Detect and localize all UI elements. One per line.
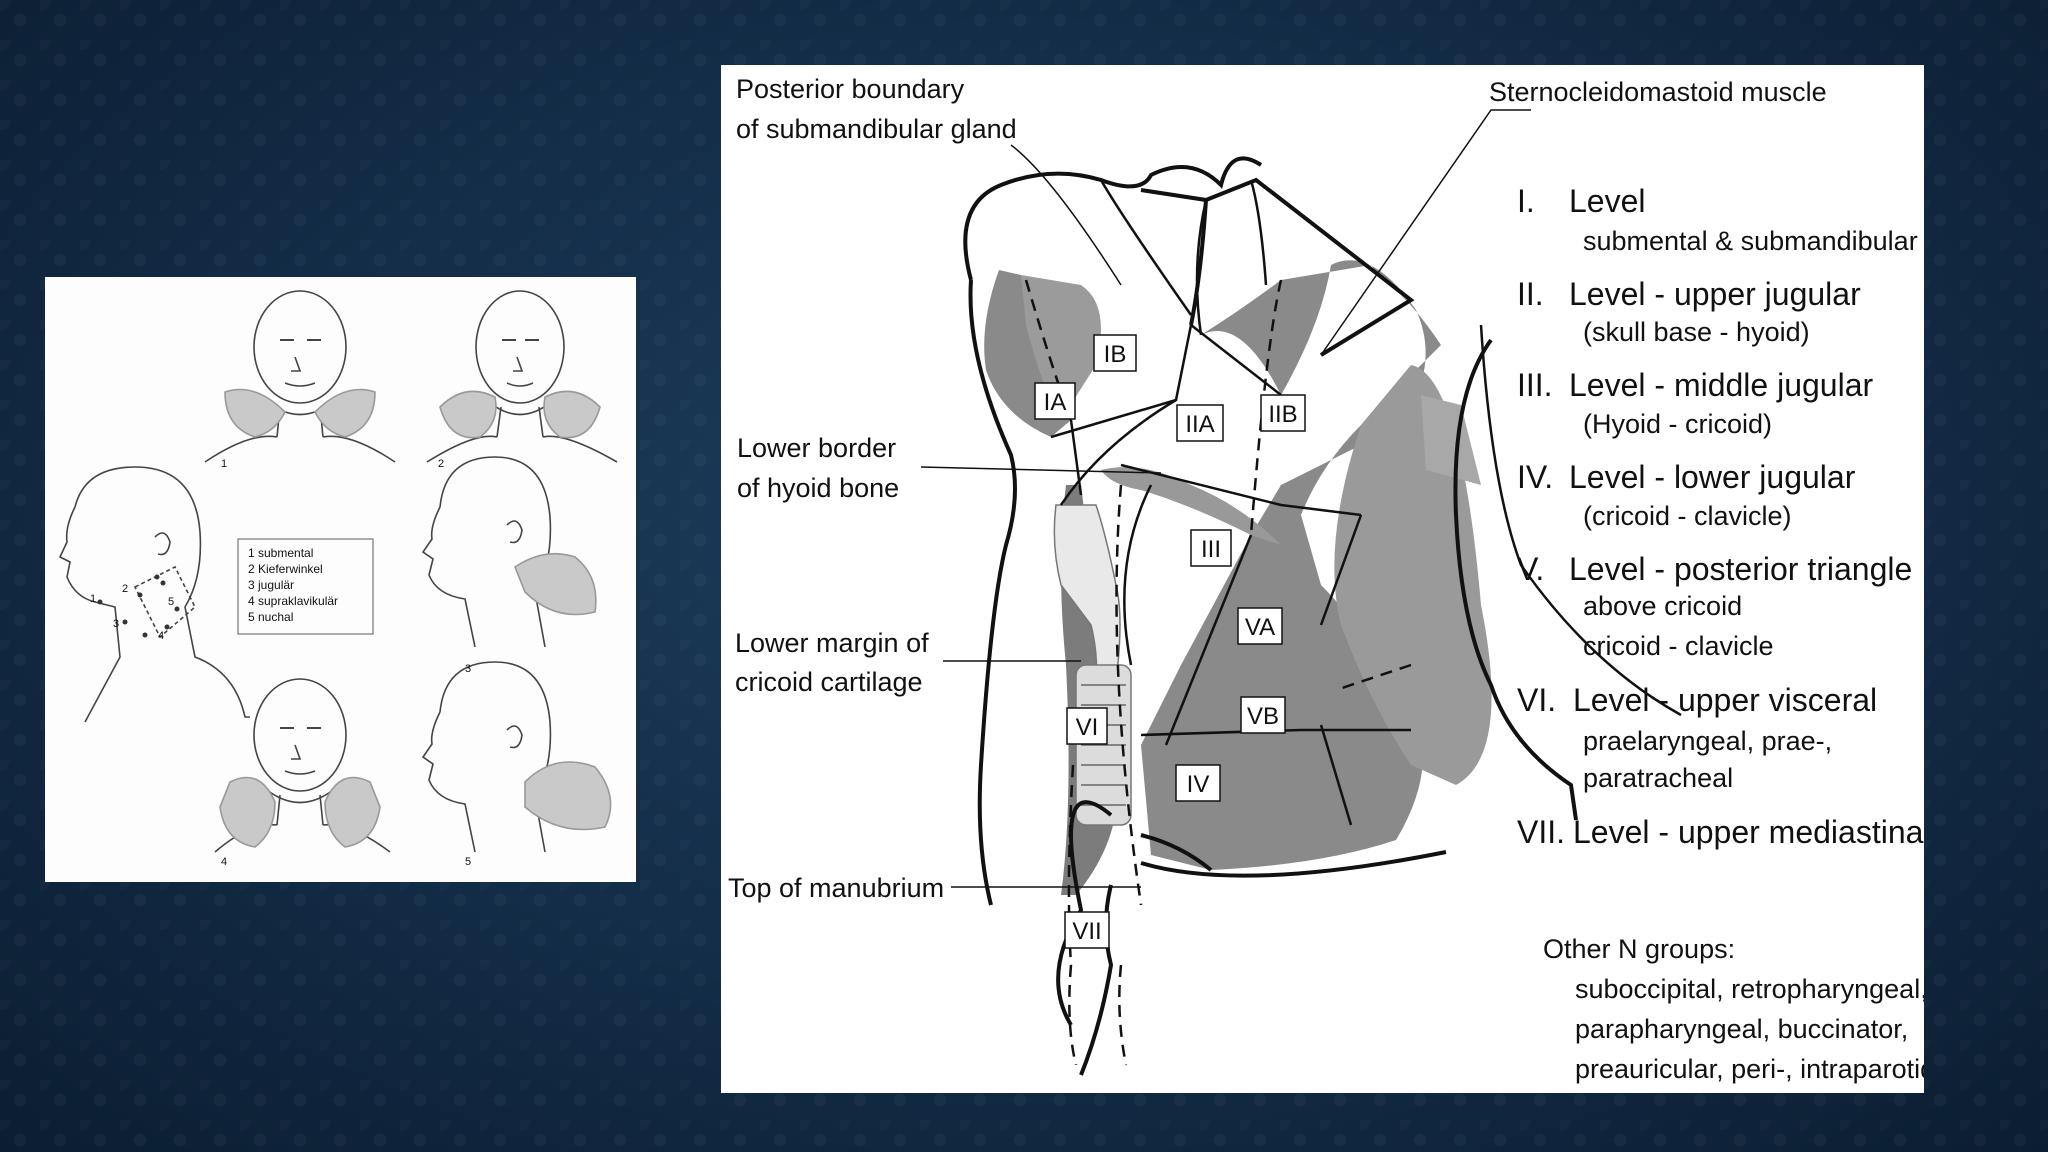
region-label-iia: IIA bbox=[1185, 411, 1214, 438]
side-head-number: 1 bbox=[90, 593, 96, 605]
landmark-cricoid: Lower margin of bbox=[735, 628, 929, 658]
legend-item: 5 nuchal bbox=[248, 610, 293, 624]
region-label-iib: IIB bbox=[1268, 401, 1297, 428]
figure-label: 3 bbox=[465, 663, 471, 675]
other-groups-line: parapharyngeal, buccinator, bbox=[1575, 1014, 1908, 1044]
landmark-cricoid: cricoid cartilage bbox=[735, 667, 923, 697]
level-numeral: I. bbox=[1517, 183, 1535, 219]
exam-figure-3 bbox=[421, 456, 552, 648]
level-title: Level - upper jugular bbox=[1569, 276, 1861, 312]
neck-levels-panel: IB IA IIA IIB III VA VB VI IV VII Poster… bbox=[721, 65, 1924, 1093]
level-numeral: IV. bbox=[1517, 459, 1553, 495]
level-title: Level - upper visceral bbox=[1573, 682, 1877, 718]
landmark-posterior-boundary: of submandibular gland bbox=[736, 114, 1017, 144]
region-label-iv: IV bbox=[1187, 771, 1210, 798]
level-detail: (skull base - hyoid) bbox=[1583, 317, 1810, 347]
figure-label: 2 bbox=[438, 458, 444, 470]
level-list: I. Level submental & submandibular II. L… bbox=[1517, 183, 1924, 850]
landmark-manubrium: Top of manubrium bbox=[728, 873, 944, 903]
level-detail: praelaryngeal, prae-, bbox=[1583, 726, 1832, 756]
level-numeral: VII. bbox=[1517, 814, 1565, 850]
region-label-va: VA bbox=[1245, 614, 1275, 641]
figure-label: 4 bbox=[221, 856, 227, 868]
legend-item: 4 supraklavikulär bbox=[248, 594, 338, 608]
side-head-number: 4 bbox=[158, 630, 164, 642]
region-labels: IB IA IIA IIB III VA VB VI IV VII bbox=[1044, 341, 1298, 945]
exam-legend: 1 submental 2 Kieferwinkel 3 jugulär 4 s… bbox=[248, 546, 338, 624]
level-title: Level bbox=[1569, 183, 1646, 219]
landmark-sternocleidomastoid: Sternocleidomastoid muscle bbox=[1489, 77, 1827, 107]
level-detail: (Hyoid - cricoid) bbox=[1583, 409, 1772, 439]
level-title: Level - middle jugular bbox=[1569, 367, 1874, 403]
level-detail: above cricoid bbox=[1583, 591, 1742, 621]
region-label-ib: IB bbox=[1104, 341, 1127, 368]
level-detail: submental & submandibular bbox=[1583, 226, 1918, 256]
level-title: Level - upper mediastinal bbox=[1573, 814, 1924, 850]
legend-item: 2 Kieferwinkel bbox=[248, 562, 323, 576]
side-head-number: 3 bbox=[113, 618, 119, 630]
level-numeral: II. bbox=[1517, 276, 1544, 312]
other-groups-title: Other N groups: bbox=[1543, 934, 1735, 964]
neck-outline bbox=[963, 156, 1578, 1076]
other-groups-line: preauricular, peri-, intraparotid bbox=[1575, 1054, 1924, 1084]
exam-figure-2 bbox=[426, 290, 618, 463]
legend-item: 3 jugulär bbox=[248, 578, 294, 592]
palpation-illustration-panel: 1 submental 2 Kieferwinkel 3 jugulär 4 s… bbox=[45, 277, 636, 882]
figure-label: 5 bbox=[465, 856, 471, 868]
level-detail: cricoid - clavicle bbox=[1583, 631, 1774, 661]
landmark-hyoid: Lower border bbox=[737, 433, 896, 463]
figure-label: 1 bbox=[221, 458, 227, 470]
side-head-number: 5 bbox=[168, 596, 174, 608]
level-title: Level - lower jugular bbox=[1569, 459, 1856, 495]
level-detail: (cricoid - clavicle) bbox=[1583, 501, 1792, 531]
neck-levels-diagram: IB IA IIA IIB III VA VB VI IV VII Poster… bbox=[728, 74, 1924, 1084]
level-numeral: VI. bbox=[1517, 682, 1556, 718]
legend-item: 1 submental bbox=[248, 546, 313, 560]
other-node-groups: Other N groups: suboccipital, retrophary… bbox=[1543, 934, 1924, 1084]
level-title: Level - posterior triangle bbox=[1569, 551, 1912, 587]
exam-legend-box bbox=[237, 538, 374, 635]
side-head-diagram bbox=[58, 466, 250, 723]
level-numeral: III. bbox=[1517, 367, 1553, 403]
other-groups-line: suboccipital, retropharyngeal, bbox=[1575, 974, 1924, 1004]
region-label-vii: VII bbox=[1072, 918, 1101, 945]
level-numeral: V. bbox=[1517, 551, 1544, 587]
region-label-vb: VB bbox=[1247, 703, 1279, 730]
region-label-ia: IA bbox=[1044, 389, 1067, 416]
region-label-iii: III bbox=[1201, 536, 1221, 563]
landmark-captions: Posterior boundary of submandibular glan… bbox=[728, 74, 1827, 903]
landmark-hyoid: of hyoid bone bbox=[737, 473, 899, 503]
region-label-vi: VI bbox=[1076, 714, 1099, 741]
side-head-number: 2 bbox=[122, 583, 128, 595]
exam-figure-1 bbox=[204, 290, 396, 463]
landmark-posterior-boundary: Posterior boundary bbox=[736, 74, 965, 104]
palpation-illustration: 1 submental 2 Kieferwinkel 3 jugulär 4 s… bbox=[58, 290, 618, 868]
exam-figure-5 bbox=[421, 661, 552, 853]
level-detail: paratracheal bbox=[1583, 763, 1733, 793]
